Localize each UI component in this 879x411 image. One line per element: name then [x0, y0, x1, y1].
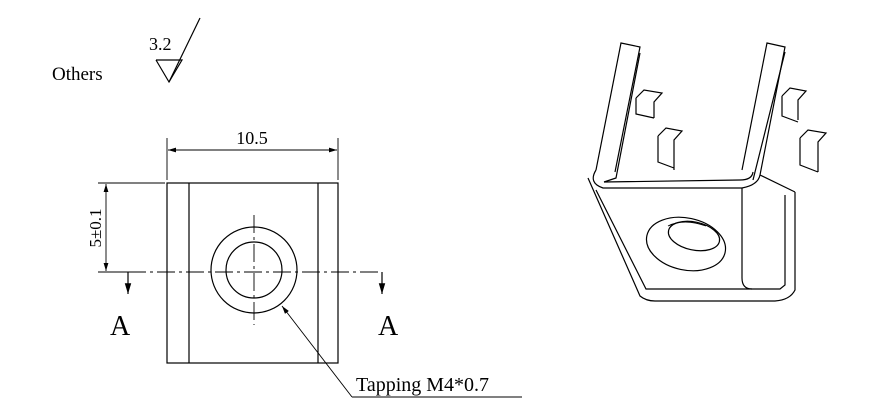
height-dimension-text: 5±0.1: [86, 208, 105, 247]
right-upright-inner: [752, 51, 786, 181]
front-face-inner-edge: [595, 189, 786, 290]
roughness-leader: [168, 17, 201, 83]
u-bend-inner-edge: [603, 171, 754, 183]
thread-callout-text: Tapping M4*0.7: [356, 374, 489, 396]
part-outline: [166, 182, 339, 364]
right-upright-outer: [741, 42, 786, 176]
tab-right-upper: [781, 87, 808, 123]
surface-finish-label: Others: [52, 64, 103, 85]
section-label-left: A: [110, 311, 131, 342]
front-view: 10.5 5±0.1 A A Tapping M4*0.7: [86, 128, 522, 398]
u-bend-top-edge: [592, 169, 761, 189]
section-label-right: A: [378, 311, 399, 342]
tab-right-lower: [799, 129, 828, 173]
left-upright-outer: [595, 42, 641, 173]
isometric-view: [587, 42, 828, 302]
roughness-triangle: [155, 59, 184, 84]
iso-hole-outer: [645, 216, 727, 272]
front-face-outline: [587, 177, 796, 302]
roughness-value: 3.2: [149, 34, 172, 54]
width-dimension-text: 10.5: [236, 128, 268, 148]
tab-left-upper: [635, 89, 664, 119]
surface-finish-symbol: Others 3.2: [52, 17, 201, 85]
iso-hole-inner: [667, 220, 721, 252]
front-face-corner-edge: [741, 188, 753, 290]
right-side-top-edge: [759, 174, 796, 193]
iso-hole-depth: [667, 221, 707, 227]
thread-leader-diagonal: [281, 305, 353, 398]
tab-left-lower: [657, 127, 684, 170]
left-upright-inner: [603, 52, 641, 183]
